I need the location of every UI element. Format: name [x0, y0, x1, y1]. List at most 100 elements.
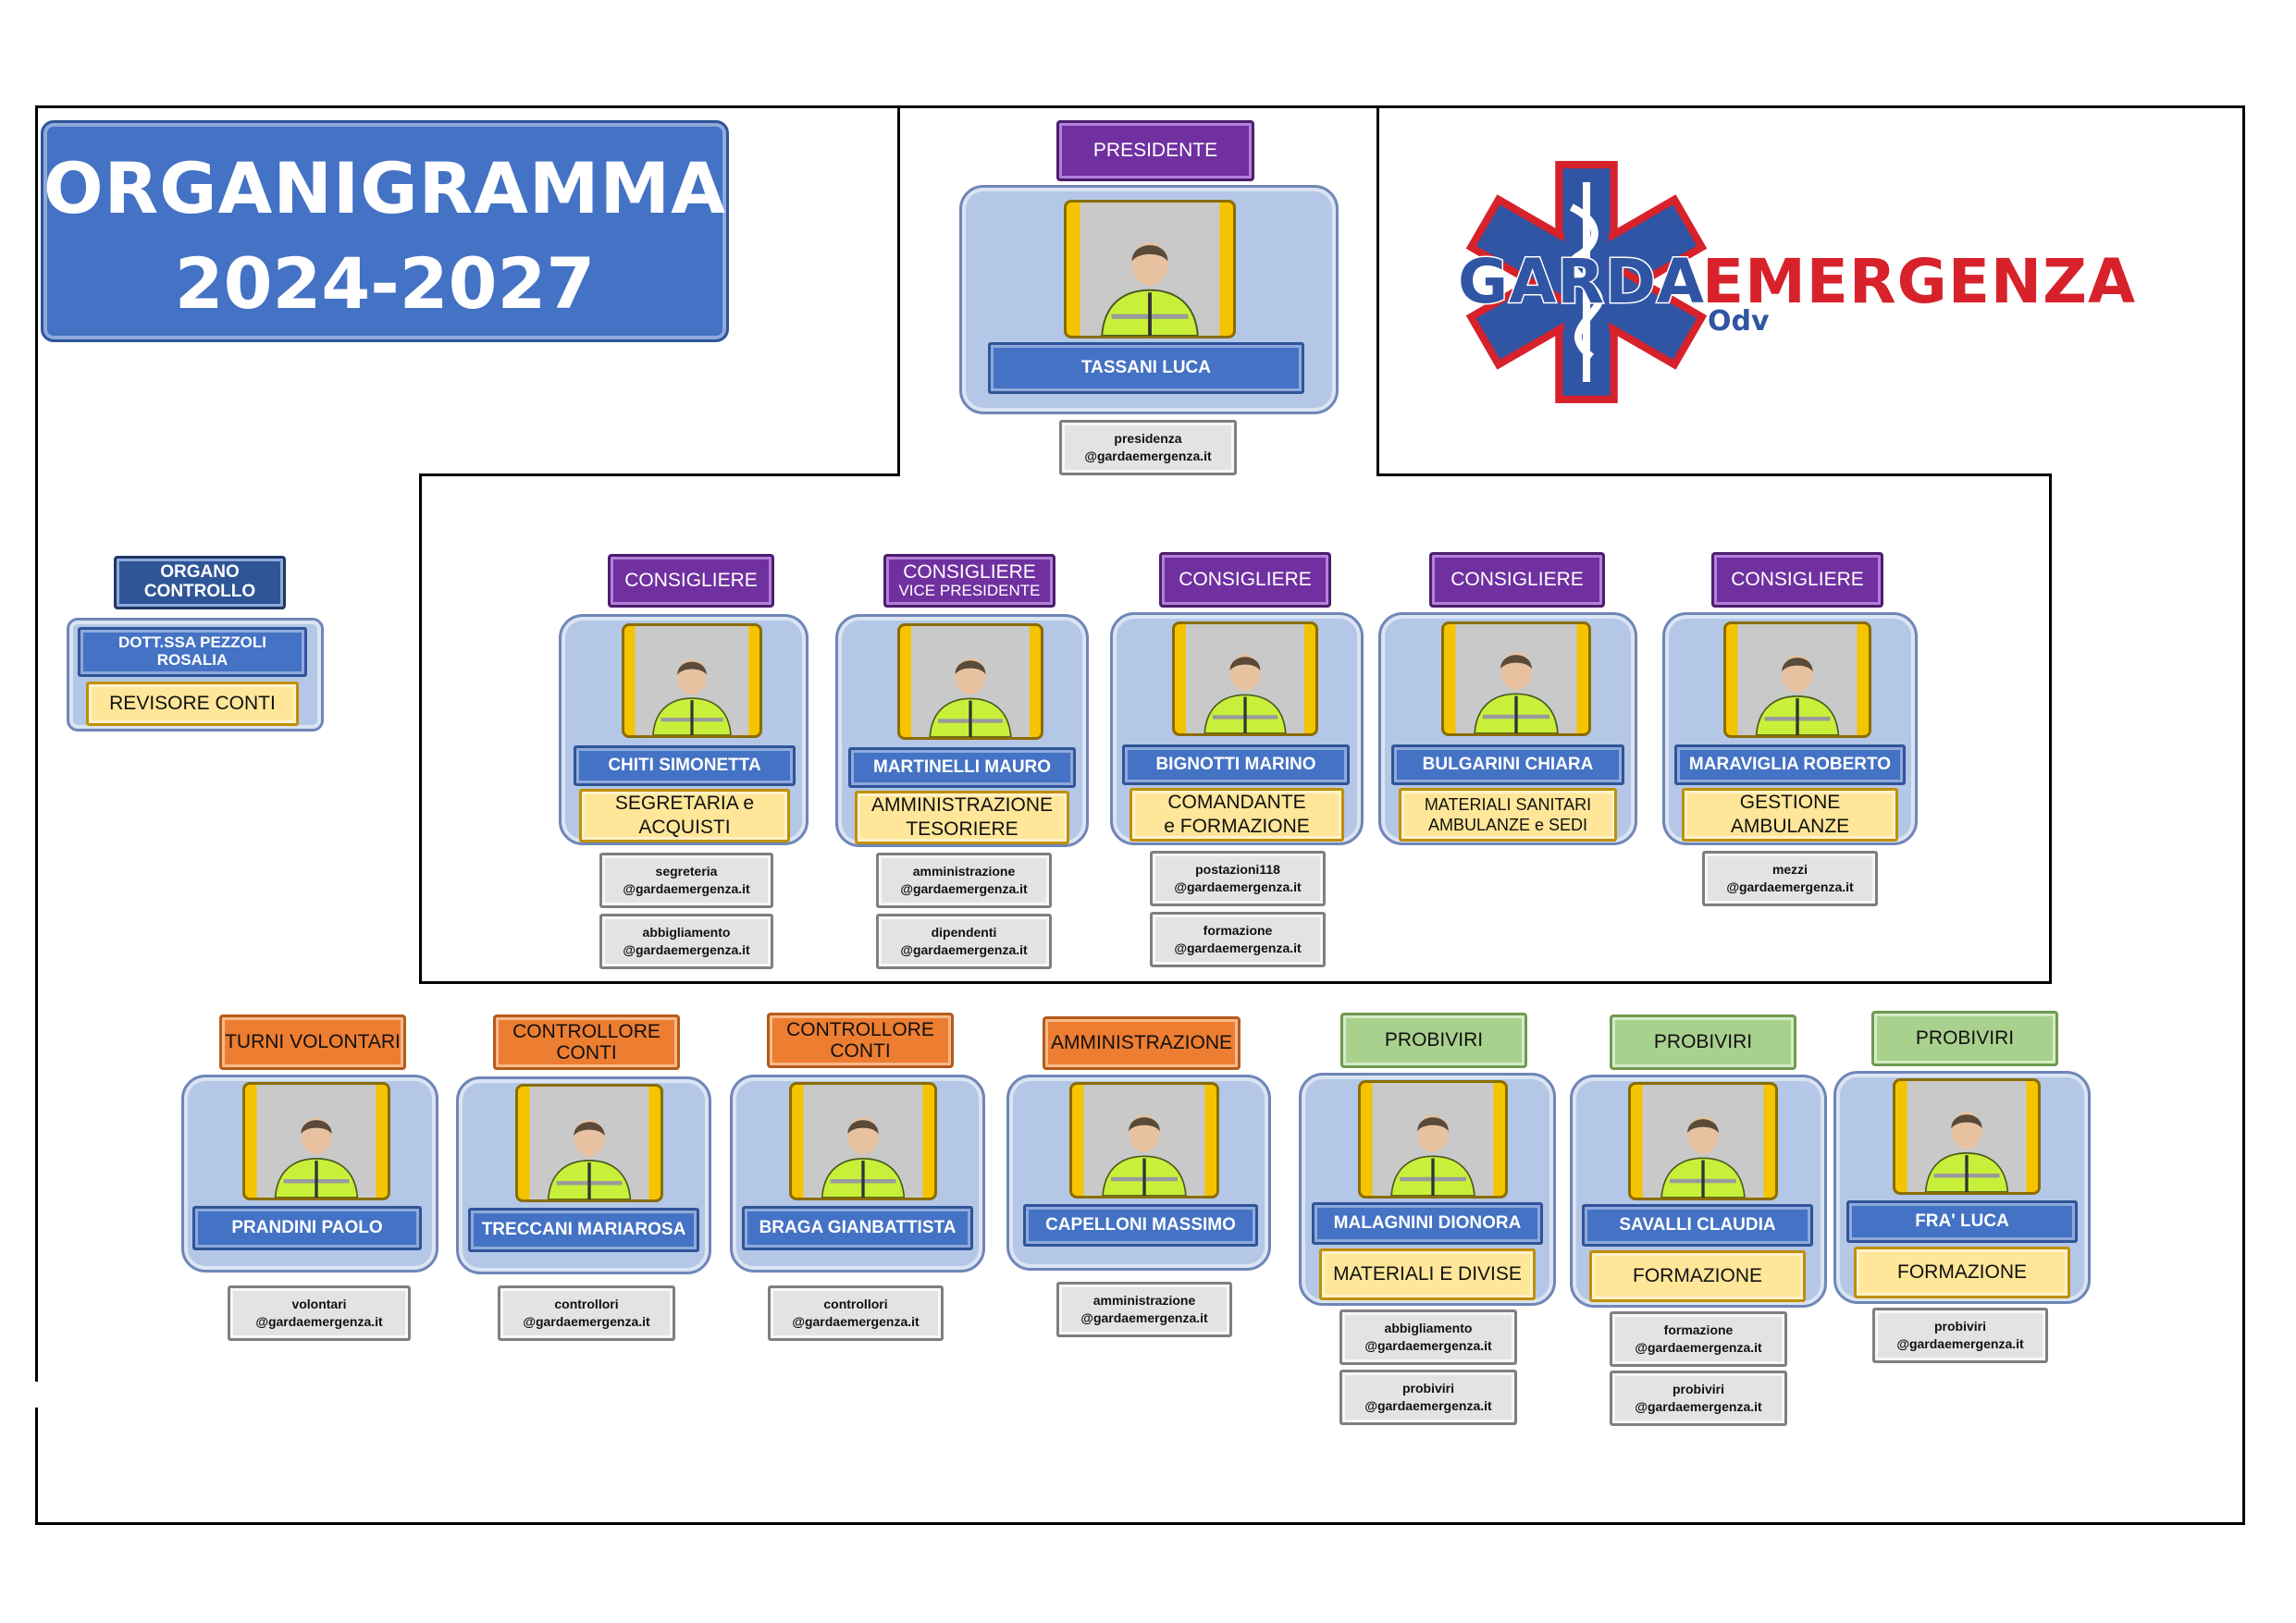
staff-email-domain: @gardaemergenza.it [255, 1314, 383, 1329]
council-email[interactable]: abbigliamento@gardaemergenza.it [599, 914, 773, 969]
staff-name: FRA' LUCA [1846, 1200, 2078, 1243]
title-line2: 2024-2027 [174, 242, 596, 325]
staff-photo [242, 1082, 390, 1200]
council-email[interactable]: postazioni118@gardaemergenza.it [1150, 851, 1326, 906]
person-silhouette-icon [1755, 655, 1840, 735]
staff-email[interactable]: controllori@gardaemergenza.it [768, 1285, 944, 1341]
staff-email-user: controllori [823, 1297, 888, 1312]
council-function-line1: AMMINISTRAZIONE [870, 793, 1053, 816]
president-email[interactable]: presidenza@gardaemergenza.it [1059, 420, 1237, 475]
council-box-bottom [419, 981, 2052, 984]
council-photo [1441, 621, 1591, 736]
staff-role-line2: CONTI [830, 1040, 891, 1062]
person-silhouette-icon [1474, 652, 1559, 733]
staff-email-domain: @gardaemergenza.it [1364, 1338, 1492, 1353]
staff-role: TURNI VOLONTARI [219, 1014, 406, 1070]
staff-role: PROBIVIRI [1871, 1011, 2058, 1066]
person-silhouette-icon [1101, 241, 1199, 336]
council-role-sub: VICE PRESIDENTE [898, 582, 1041, 600]
council-function-line2: AMBULANZE [1730, 816, 1850, 837]
staff-function: FORMAZIONE [1589, 1250, 1806, 1302]
staff-email-domain: @gardaemergenza.it [1080, 1310, 1208, 1325]
council-email-domain: @gardaemergenza.it [623, 881, 750, 896]
staff-email[interactable]: probiviri@gardaemergenza.it [1610, 1371, 1787, 1426]
council-name: MARTINELLI MAURO [848, 747, 1076, 788]
council-role: CONSIGLIERE [1711, 552, 1883, 608]
council-role: CONSIGLIERE [1429, 552, 1605, 608]
staff-email[interactable]: probiviri@gardaemergenza.it [1872, 1308, 2048, 1363]
staff-name: SAVALLI CLAUDIA [1582, 1204, 1813, 1247]
council-email[interactable]: formazione@gardaemergenza.it [1150, 912, 1326, 967]
staff-role-line1: CONTROLLORE [786, 1018, 934, 1040]
title-box: ORGANIGRAMMA 2024-2027 [41, 120, 729, 342]
staff-photo [789, 1082, 937, 1200]
council-function-line1: SEGRETARIA e [614, 792, 755, 814]
staff-role-line2: CONTI [556, 1042, 617, 1064]
control-function: REVISORE CONTI [86, 682, 299, 726]
council-box-right [2049, 473, 2052, 984]
council-function: GESTIONE AMBULANZE [1682, 788, 1898, 842]
staff-function: MATERIALI E DIVISE [1319, 1248, 1536, 1300]
council-name: MARAVIGLIA ROBERTO [1674, 744, 1906, 785]
control-name-line1: DOTT.SSA PEZZOLI [118, 633, 266, 652]
person-silhouette-icon [821, 1117, 906, 1198]
staff-role: PROBIVIRI [1610, 1014, 1796, 1070]
council-function-line2: e FORMAZIONE [1164, 816, 1310, 837]
staff-email[interactable]: volontari@gardaemergenza.it [228, 1285, 411, 1341]
staff-email-user: probiviri [1401, 1381, 1454, 1396]
staff-email-domain: @gardaemergenza.it [1635, 1399, 1762, 1414]
council-email-user: amministrazione [912, 864, 1016, 879]
council-email[interactable]: segreteria @gardaemergenza.it [599, 853, 773, 908]
staff-photo [1893, 1078, 2041, 1195]
logo-suffix: Odv [1708, 305, 1770, 338]
staff-email-user: formazione [1663, 1322, 1734, 1338]
council-name: BULGARINI CHIARA [1391, 744, 1624, 785]
president-name: TASSANI LUCA [988, 342, 1304, 394]
council-photo [1723, 621, 1871, 738]
person-silhouette-icon [1390, 1114, 1475, 1196]
person-silhouette-icon [1924, 1112, 2009, 1192]
staff-email[interactable]: probiviri@gardaemergenza.it [1339, 1370, 1517, 1425]
person-silhouette-icon [1660, 1116, 1746, 1198]
council-email-user: mezzi [1771, 862, 1808, 878]
council-email-user: abbigliamento [642, 925, 731, 941]
council-email[interactable]: amministrazione@gardaemergenza.it [876, 853, 1052, 908]
control-role-line1: ORGANO [160, 562, 240, 583]
council-box-left [419, 473, 422, 984]
council-function-line1: GESTIONE [1739, 791, 1841, 813]
staff-name: BRAGA GIANBATTISTA [742, 1206, 973, 1250]
council-email-domain: @gardaemergenza.it [1174, 941, 1302, 955]
frame-bottom [35, 1522, 2245, 1525]
council-role-label: CONSIGLIERE [624, 570, 758, 592]
council-role-label: CONSIGLIERE [1179, 569, 1312, 591]
council-name: CHITI SIMONETTA [574, 745, 796, 786]
staff-photo [1628, 1082, 1778, 1200]
person-silhouette-icon [1102, 1114, 1187, 1196]
frame-left [35, 105, 38, 1382]
council-function-line1: MATERIALI SANITARI [1424, 794, 1592, 814]
frame-top [35, 105, 2245, 108]
staff-role-line1: PROBIVIRI [1653, 1031, 1753, 1053]
president-photo [1064, 200, 1236, 338]
staff-email[interactable]: controllori@gardaemergenza.it [498, 1285, 675, 1341]
staff-role-line1: CONTROLLORE [512, 1020, 660, 1042]
council-email[interactable]: dipendenti@gardaemergenza.it [876, 914, 1052, 969]
staff-email[interactable]: formazione@gardaemergenza.it [1610, 1311, 1787, 1367]
council-photo [622, 623, 762, 738]
council-email-domain: @gardaemergenza.it [623, 942, 750, 957]
staff-role: PROBIVIRI [1340, 1013, 1527, 1068]
star-of-life-icon [1465, 161, 1708, 403]
council-email-user: segreteria [655, 864, 718, 879]
council-email-domain: @gardaemergenza.it [900, 942, 1028, 957]
frame-right [2242, 105, 2245, 1525]
staff-email[interactable]: amministrazione@gardaemergenza.it [1056, 1282, 1232, 1337]
council-function-line2: TESORIERE [906, 818, 1018, 840]
staff-email[interactable]: abbigliamento@gardaemergenza.it [1339, 1309, 1517, 1365]
council-email[interactable]: mezzi@gardaemergenza.it [1702, 851, 1878, 906]
council-function-line2: AMBULANZE e SEDI [1427, 816, 1588, 834]
